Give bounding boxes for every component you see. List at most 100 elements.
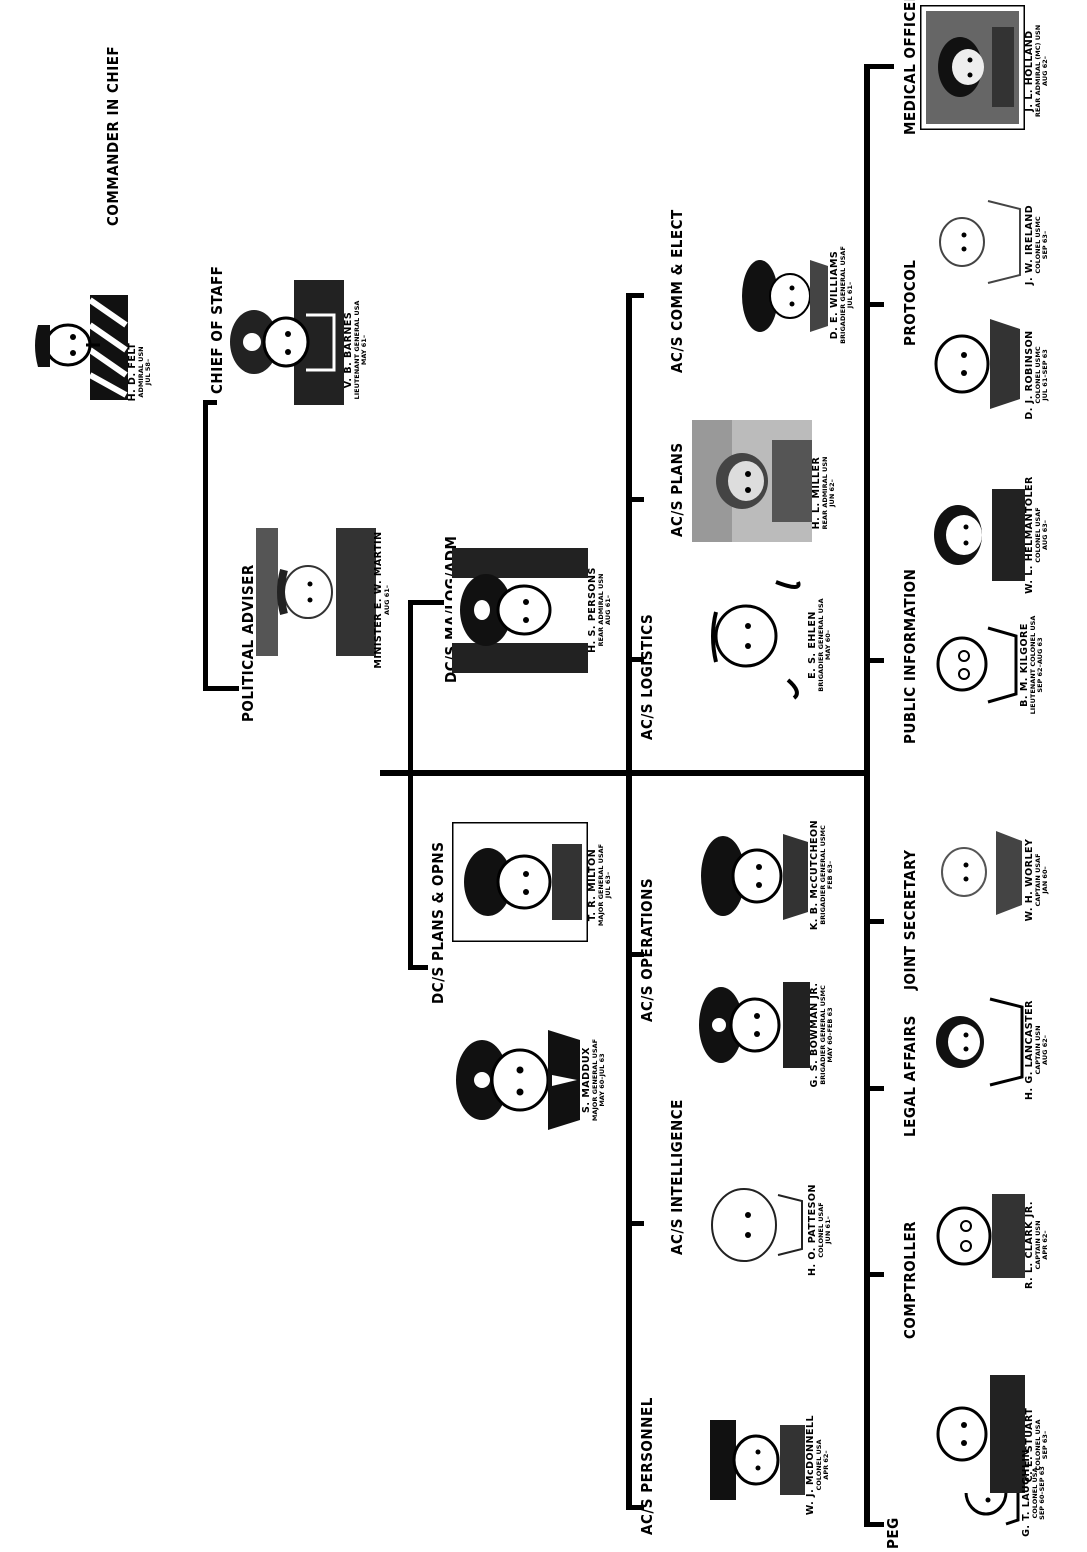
miller-portrait xyxy=(692,420,812,542)
kilgore-portrait xyxy=(920,612,1020,717)
medical-officer-stub xyxy=(864,64,894,69)
protocol-title: PROTOCOL xyxy=(903,260,918,346)
acs-operations-title: AC/S OPERATIONS xyxy=(640,878,655,1022)
patteson-portrait xyxy=(698,1165,808,1285)
clark-portrait xyxy=(920,1180,1025,1292)
mccutcheon-dates: FEB 63– xyxy=(827,810,834,940)
williams-dates: JUL 61– xyxy=(847,230,854,360)
political-adviser-title: POLITICAL ADVISER xyxy=(241,564,256,722)
comptroller-title: COMPTROLLER xyxy=(903,1221,918,1339)
ac-s-spine xyxy=(626,293,632,1508)
bowman-caption: G. S. BOWMAN JR. BRIGADIER GENERAL USMC … xyxy=(810,970,834,1100)
williams-caption: D. E. WILLIAMS BRIGADIER GENERAL USAF JU… xyxy=(830,230,854,360)
main-horizontal-trunk xyxy=(380,770,870,776)
felt-dates: JUL 58– xyxy=(145,332,152,412)
medical-officer-title: MEDICAL OFFICER xyxy=(903,0,918,135)
patteson-caption: H. O. PATTESON COLONEL USAF JUN 61– xyxy=(808,1175,832,1285)
clark-caption: R. L. CLARK JR. CAPTAIN USN APR 62– xyxy=(1025,1190,1049,1300)
stuart-dates: SEP 63– xyxy=(1042,1395,1049,1495)
mcdonnell-dates: APR 62– xyxy=(823,1405,830,1525)
robinson-dates: JUL 61–SEP 63 xyxy=(1042,320,1049,430)
milton-caption: T. R. MILTON MAJOR GENERAL USAF JUL 63– xyxy=(588,830,612,940)
mccutcheon-caption: K. B. McCUTCHEON BRIGADIER GENERAL USMC … xyxy=(810,810,834,940)
political-adviser-branch-line xyxy=(203,400,208,690)
martin-portrait xyxy=(256,528,376,656)
williams-portrait xyxy=(740,240,830,352)
dcs-plans-opns-stub xyxy=(408,965,428,970)
peg-stub xyxy=(864,1522,884,1527)
ireland-portrait xyxy=(920,185,1025,300)
patteson-dates: JUN 61– xyxy=(825,1175,832,1285)
barnes-caption: V. B. BARNES LIEUTENANT GENERAL USA MAY … xyxy=(344,290,368,410)
ehlen-dates: MAY 60– xyxy=(825,580,832,710)
acs-intelligence-title: AC/S INTELLIGENCE xyxy=(670,1099,685,1255)
kilgore-caption: B. M. KILGORE LIEUTENANT COLONEL USA SEP… xyxy=(1020,600,1044,730)
persons-dates: AUG 61– xyxy=(605,555,612,665)
public-information-stub xyxy=(864,658,884,663)
miller-dates: JUN 62– xyxy=(829,438,836,548)
persons-caption: H. S. PERSONS REAR ADMIRAL USN AUG 61– xyxy=(588,555,612,665)
ireland-dates: SEP 63– xyxy=(1042,190,1049,300)
ehlen-portrait xyxy=(698,572,808,700)
public-information-title: PUBLIC INFORMATION xyxy=(903,569,918,744)
lancaster-portrait xyxy=(920,985,1025,1100)
legal-affairs-title: LEGAL AFFAIRS xyxy=(903,1015,918,1137)
special-staff-spine xyxy=(864,64,870,1525)
joint-secretary-title: JOINT SECRETARY xyxy=(903,850,918,991)
holland-dates: AUG 62– xyxy=(1042,6,1049,136)
stuart-portrait xyxy=(920,1375,1025,1493)
lancaster-caption: H. G. LANCASTER CAPTAIN USN AUG 62– xyxy=(1025,995,1049,1105)
bowman-portrait xyxy=(695,962,810,1088)
felt-caption: H. D. FELT ADMIRAL USN JUL 58– xyxy=(128,332,152,412)
dcs-ma-log-adm-stub xyxy=(408,600,444,605)
chief-of-staff-title: CHIEF OF STAFF xyxy=(210,266,225,394)
acs-logistics-title: AC/S LOGISTICS xyxy=(640,614,655,740)
maddux-portrait xyxy=(452,1010,582,1150)
felt-portrait xyxy=(28,295,128,400)
persons-portrait xyxy=(452,548,588,673)
robinson-caption: D. J. ROBINSON COLONEL USMC JUL 61–SEP 6… xyxy=(1025,320,1049,430)
ehlen-caption: E. S. EHLEN BRIGADIER GENERAL USA MAY 60… xyxy=(808,580,832,710)
acs-personnel-title: AC/S PERSONNEL xyxy=(640,1397,655,1535)
acs-intelligence-stub xyxy=(626,1221,644,1226)
mcdonnell-portrait xyxy=(710,1410,805,1510)
martin-dates: AUG 61– xyxy=(384,530,391,670)
protocol-stub xyxy=(864,302,884,307)
lancaster-dates: AUG 62– xyxy=(1042,995,1049,1105)
comptroller-stub xyxy=(864,1272,884,1277)
helmantoler-portrait xyxy=(920,475,1025,595)
worley-dates: JAN 60– xyxy=(1042,825,1049,935)
deputy-chiefs-vertical-line xyxy=(408,600,413,970)
acs-plans-stub xyxy=(626,497,644,502)
maddux-caption: S. MADDUX MAJOR GENERAL USAF MAY 60–JUL … xyxy=(582,1020,606,1140)
martin-caption: MINISTER E. W. MARTIN AUG 61– xyxy=(374,530,391,670)
clark-dates: APR 62– xyxy=(1042,1190,1049,1300)
maddux-dates: MAY 60–JUL 63 xyxy=(599,1020,606,1140)
bowman-dates: MAY 60–FEB 63 xyxy=(827,970,834,1100)
joint-secretary-stub xyxy=(864,919,884,924)
helmantoler-caption: W. L. HELMANTOLER COLONEL USAF AUG 63– xyxy=(1025,470,1049,600)
milton-dates: JUL 63– xyxy=(605,830,612,940)
peg-title: PEG xyxy=(886,1517,901,1549)
robinson-portrait xyxy=(920,305,1025,423)
commander-title: COMMANDER IN CHIEF xyxy=(106,46,121,226)
stuart-caption: C. E. STUART COLONEL USA SEP 63– xyxy=(1025,1395,1049,1495)
mcdonnell-caption: W. J. McDONNELL COLONEL USA APR 62– xyxy=(806,1405,830,1525)
milton-portrait xyxy=(452,822,588,942)
legal-affairs-stub xyxy=(864,1086,884,1091)
acs-comm-elect-title: AC/S COMM & ELECT xyxy=(670,209,685,373)
barnes-portrait xyxy=(224,280,344,405)
acs-comm-elect-stub xyxy=(626,293,644,298)
mccutcheon-portrait xyxy=(695,812,810,940)
political-adviser-stub xyxy=(203,686,239,691)
worley-caption: W. H. WORLEY CAPTAIN USAF JAN 60– xyxy=(1025,825,1049,935)
dcs-plans-opns-title: DC/S PLANS & OPNS xyxy=(431,842,446,1004)
ireland-caption: J. W. IRELAND COLONEL USMC SEP 63– xyxy=(1025,190,1049,300)
helmantoler-dates: AUG 63– xyxy=(1042,470,1049,600)
barnes-dates: MAY 61– xyxy=(361,290,368,410)
holland-portrait xyxy=(920,5,1025,130)
worley-portrait xyxy=(920,815,1025,930)
holland-caption: J. L. HOLLAND REAR ADMIRAL (MC) USN AUG … xyxy=(1025,6,1049,136)
kilgore-dates: SEP 62–AUG 63 xyxy=(1037,600,1044,730)
